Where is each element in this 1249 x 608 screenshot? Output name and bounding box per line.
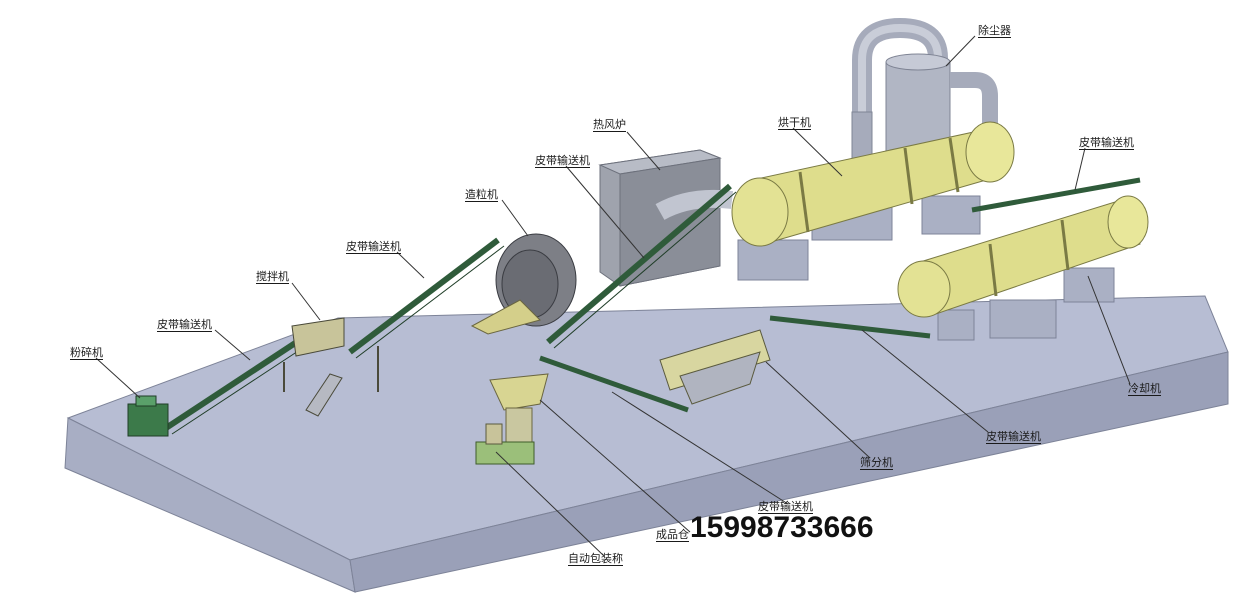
label-auto-packing-scale: 自动包装称 <box>568 552 623 566</box>
granulator <box>470 233 577 335</box>
mixer <box>283 317 379 417</box>
label-dryer: 烘干机 <box>778 116 811 130</box>
phone-number: 15998733666 <box>690 511 874 544</box>
label-belt-conveyor-to-granulator: 皮带输送机 <box>346 240 401 254</box>
label-product-silo: 成品仓 <box>656 528 689 542</box>
packing-scale <box>475 423 535 465</box>
leader-lines <box>95 35 1131 557</box>
cooler-drum <box>897 195 1149 318</box>
label-cooler: 冷却机 <box>1128 382 1161 396</box>
label-granulator: 造粒机 <box>465 188 498 202</box>
label-dust-collector: 除尘器 <box>978 24 1011 38</box>
platform <box>64 295 1229 593</box>
label-belt-conveyor-to-dryer: 皮带输送机 <box>535 154 590 168</box>
dryer-drum <box>731 121 1015 247</box>
label-screener: 筛分机 <box>860 456 893 470</box>
product-silo <box>489 373 549 443</box>
label-hot-air-furnace: 热风炉 <box>593 118 626 132</box>
label-belt-conveyor-cooler-to-screener: 皮带输送机 <box>986 430 1041 444</box>
label-mixer: 搅拌机 <box>256 270 289 284</box>
screener <box>659 329 771 405</box>
hot-air-furnace <box>598 149 734 287</box>
label-belt-conveyor-to-mixer: 皮带输送机 <box>157 318 212 332</box>
conveyors <box>164 177 1141 435</box>
label-belt-conveyor-to-silo: 皮带输送机 <box>758 500 813 514</box>
label-belt-conveyor-top-right: 皮带输送机 <box>1079 136 1134 150</box>
label-crusher: 粉碎机 <box>70 346 103 360</box>
crusher <box>127 395 169 437</box>
